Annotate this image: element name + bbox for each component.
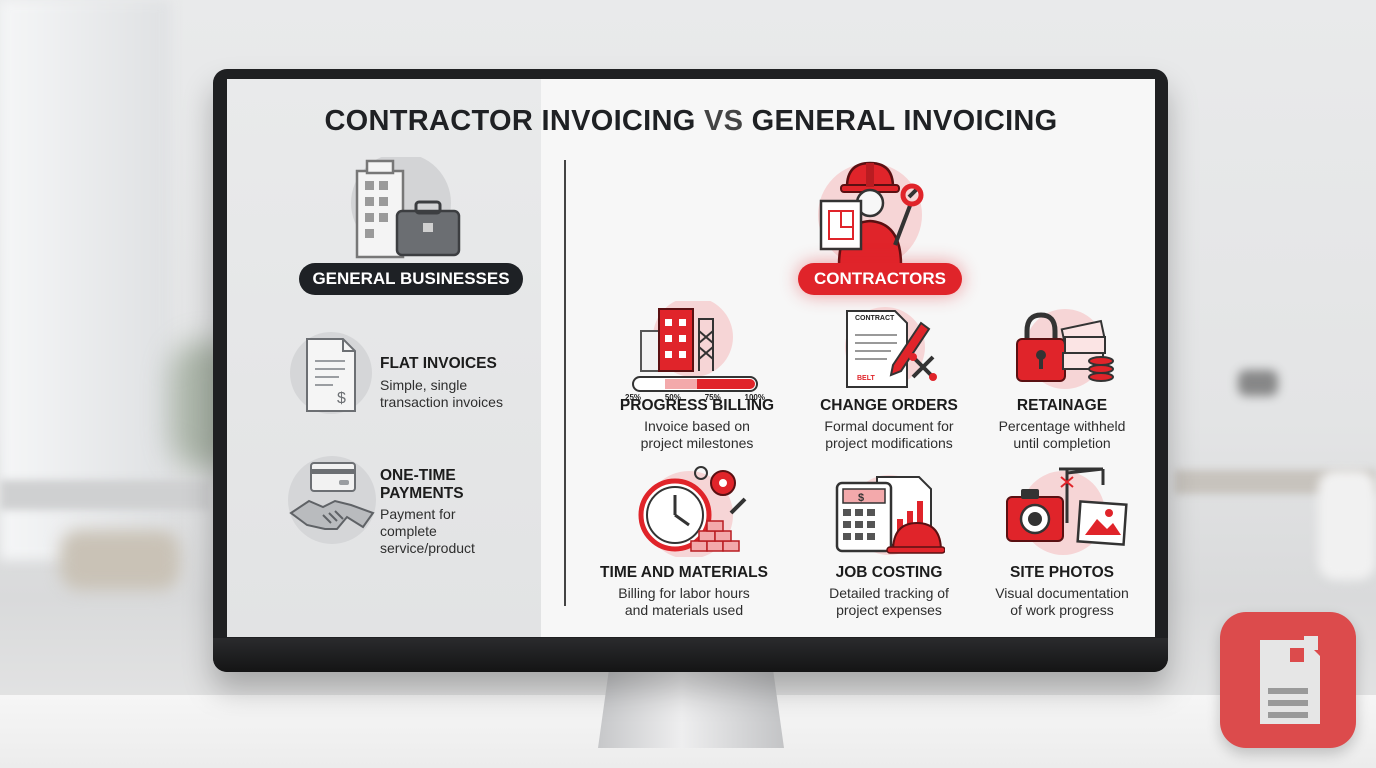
flat-invoices-title: FLAT INVOICES <box>380 355 497 372</box>
desc-line: Visual documentation <box>995 585 1129 601</box>
contract-doc-header: CONTRACT <box>855 315 895 322</box>
tick-label: 50% <box>664 393 681 402</box>
background-chair-left <box>60 530 180 590</box>
desc-line: Percentage withheld <box>998 418 1126 434</box>
desc-line: complete <box>380 523 437 539</box>
background-lamp <box>1238 370 1278 396</box>
column-divider <box>564 160 566 606</box>
job-costing-title: JOB COSTING <box>835 564 943 581</box>
background-window <box>0 0 170 560</box>
general-businesses-label: GENERAL BUSINESSES <box>299 263 523 295</box>
desc-line: of work progress <box>1010 602 1114 618</box>
one-time-payments-desc: Payment for complete service/product <box>380 506 475 557</box>
title-part-general: GENERAL INVOICING <box>751 105 1058 137</box>
time-materials-desc: Billing for labor hours and materials us… <box>584 585 784 619</box>
time-materials-icon <box>631 461 757 559</box>
background-desk-left <box>0 480 210 510</box>
handshake-card-icon <box>287 455 377 545</box>
tick-label: 100% <box>744 393 765 402</box>
title-line: ONE-TIME <box>380 467 456 484</box>
desc-line: until completion <box>1013 435 1111 451</box>
desc-line: project milestones <box>640 435 754 451</box>
desc-line: service/product <box>380 540 475 556</box>
flat-invoices-desc: Simple, single transaction invoices <box>380 377 503 411</box>
one-time-payments-title: ONE-TIME PAYMENTS <box>380 467 464 503</box>
monitor-stand <box>598 668 784 748</box>
progress-ticks: 25% 50% 75% 100% <box>625 393 765 402</box>
progress-billing-icon <box>619 297 767 397</box>
tick-label: 75% <box>704 393 721 402</box>
time-materials-title: TIME AND MATERIALS <box>600 564 768 581</box>
page-title: CONTRACTOR INVOICING VS GENERAL INVOICIN… <box>227 105 1155 138</box>
job-costing-icon: $ <box>831 471 946 555</box>
title-line: PAYMENTS <box>380 485 464 502</box>
desc-line: transaction invoices <box>380 394 503 410</box>
retainage-lock-money-icon <box>1011 307 1115 391</box>
site-photos-desc: Visual documentation of work progress <box>967 585 1155 619</box>
desc-line: Payment for <box>380 506 456 522</box>
svg-text:$: $ <box>858 492 864 504</box>
infographic-screen: CONTRACTOR INVOICING VS GENERAL INVOICIN… <box>227 79 1155 637</box>
desc-line: project expenses <box>836 602 942 618</box>
contractor-worker-icon <box>805 157 935 267</box>
monitor: CONTRACTOR INVOICING VS GENERAL INVOICIN… <box>213 69 1168 672</box>
desc-line: Simple, single <box>380 377 468 393</box>
site-photos-icon <box>1003 463 1131 555</box>
desc-line: project modifications <box>825 435 953 451</box>
change-orders-icon <box>827 307 947 391</box>
change-orders-desc: Formal document for project modification… <box>789 418 989 452</box>
change-orders-title: CHANGE ORDERS <box>820 397 958 414</box>
background-chair-right <box>1318 470 1376 580</box>
desc-line: Billing for labor hours <box>618 585 750 601</box>
desc-line: and materials used <box>624 602 744 618</box>
desc-line: Invoice based on <box>644 418 750 434</box>
retainage-title: RETAINAGE <box>1016 397 1108 414</box>
contract-doc-footer: BELT <box>857 375 875 382</box>
retainage-desc: Percentage withheld until completion <box>967 418 1155 452</box>
app-badge[interactable] <box>1220 612 1356 748</box>
job-costing-desc: Detailed tracking of project expenses <box>789 585 989 619</box>
office-briefcase-icon <box>339 153 469 267</box>
tick-label: 25% <box>625 393 642 402</box>
desc-line: Detailed tracking of <box>829 585 949 601</box>
progress-billing-title: PROGRESS BILLING <box>619 397 775 414</box>
svg-text:$: $ <box>337 390 346 407</box>
contractors-label: CONTRACTORS <box>798 263 962 295</box>
site-photos-title: SITE PHOTOS <box>1010 564 1114 581</box>
desc-line: Formal document for <box>824 418 954 434</box>
title-vs: VS <box>704 105 744 137</box>
monitor-chin <box>213 638 1168 672</box>
progress-billing-desc: Invoice based on project milestones <box>597 418 797 452</box>
document-icon <box>1260 636 1320 724</box>
title-part-contractor: CONTRACTOR INVOICING <box>324 105 696 137</box>
flat-invoice-icon: $ <box>289 331 373 415</box>
